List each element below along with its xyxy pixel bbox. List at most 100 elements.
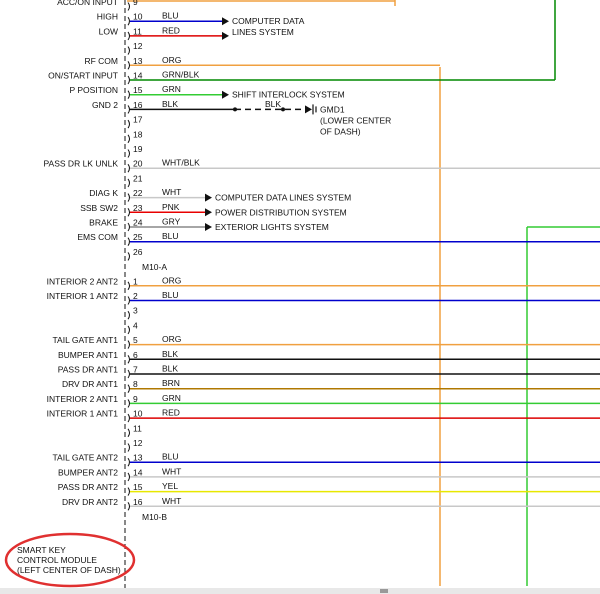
pin-signal-label: LOW: [99, 26, 118, 36]
pin-cavity: [127, 472, 130, 482]
pin-number: 9: [133, 0, 138, 7]
pin-number: 14: [133, 467, 143, 477]
pin-signal-label: PASS DR LK UNLK: [44, 159, 119, 169]
pin-number: 13: [133, 453, 143, 463]
pin-cavity: [127, 105, 130, 114]
pin-cavity: [127, 46, 130, 55]
pin-cavity: [127, 16, 130, 26]
pin-signal-label: SSB SW2: [80, 203, 118, 213]
pin-signal-label: INTERIOR 2 ANT2: [47, 276, 119, 286]
destination-label: COMPUTER DATA: [232, 16, 305, 26]
pin-number: 11: [133, 26, 142, 36]
pin-number: 2: [133, 291, 138, 301]
pin-cavity: [127, 487, 130, 496]
pin-number: 10: [133, 12, 143, 22]
destination-label: COMPUTER DATA LINES SYSTEM: [215, 193, 351, 203]
pin-signal-label: GND 2: [92, 100, 118, 110]
pin-cavity: [127, 325, 130, 335]
pin-cavity: [127, 237, 130, 246]
pin-number: 26: [133, 247, 143, 257]
pin-cavity: [127, 149, 130, 158]
arrow-icon: [205, 223, 212, 231]
pin-signal-label: PASS DR ANT1: [58, 365, 119, 375]
ground-wire-label: BLK: [265, 99, 281, 109]
pin-number: 12: [133, 41, 143, 51]
wire-color-label: BLK: [162, 364, 178, 374]
wire-color-label: WHT: [162, 496, 181, 506]
scrollbar-thumb: [380, 589, 388, 593]
wire-color-label: ORG: [162, 275, 181, 285]
pin-number: 15: [133, 85, 143, 95]
wire-color-label: WHT: [162, 187, 181, 197]
pin-cavity: [127, 399, 130, 408]
wire-color-label: BLU: [162, 290, 179, 300]
pin-number: 18: [133, 129, 143, 139]
pin-number: 12: [133, 438, 143, 448]
pin-signal-label: DIAG K: [89, 188, 118, 198]
arrow-icon: [222, 90, 229, 99]
pin-cavity: [127, 340, 130, 349]
pin-signal-label: EMS COM: [77, 232, 118, 242]
pin-cavity: [127, 75, 130, 85]
pin-number: 23: [133, 203, 143, 213]
pin-cavity: [127, 119, 130, 129]
pin-number: 10: [133, 409, 143, 419]
ground-location-label: (LOWER CENTER: [320, 115, 391, 125]
wire-color-label: PNK: [162, 202, 180, 212]
wire-color-label: BLU: [162, 231, 179, 241]
wire-color-label: RED: [162, 408, 180, 418]
pin-number: 22: [133, 188, 143, 198]
ground-point-label: GMD1: [320, 104, 345, 114]
pin-signal-label: DRV DR ANT1: [62, 379, 118, 389]
pin-cavity: [127, 281, 130, 291]
wire-color-label: BLK: [162, 349, 178, 359]
arrow-icon: [205, 208, 212, 217]
pin-number: 13: [133, 56, 143, 66]
wire-color-label: ORG: [162, 55, 181, 65]
pin-signal-label: PASS DR ANT2: [58, 482, 119, 492]
pin-cavity: [127, 310, 130, 320]
module-name-label: CONTROL MODULE: [17, 555, 97, 565]
splice-dot: [281, 107, 285, 112]
wire-color-label: BLU: [162, 11, 179, 21]
pin-cavity: [127, 193, 130, 202]
wire-color-label: GRY: [162, 217, 181, 227]
pin-cavity: [127, 413, 130, 423]
pin-number: 20: [133, 159, 143, 169]
pin-signal-label: BUMPER ANT2: [58, 467, 118, 477]
pin-number: 4: [133, 320, 138, 330]
connector-b-label: M10-B: [142, 512, 167, 522]
destination-label: POWER DISTRIBUTION SYSTEM: [215, 207, 347, 217]
pin-cavity: [127, 31, 130, 41]
pin-cavity: [127, 355, 130, 364]
pin-signal-label: DRV DR ANT2: [62, 497, 118, 507]
arrow-icon: [222, 31, 229, 40]
pin-number: 11: [133, 423, 142, 433]
wire-color-label: YEL: [162, 481, 178, 491]
arrow-icon: [222, 17, 229, 26]
pin-signal-label: ACC/ON INPUT: [57, 0, 118, 7]
destination-label: EXTERIOR LIGHTS SYSTEM: [215, 222, 329, 232]
wire-color-label: RED: [162, 25, 180, 35]
wire-color-label: BRN: [162, 378, 180, 388]
pin-cavity: [127, 252, 130, 261]
pin-number: 16: [133, 497, 143, 507]
destination-label: LINES SYSTEM: [232, 27, 294, 37]
module-highlight-ellipse: [4, 532, 136, 588]
pin-number: 24: [133, 218, 143, 228]
pin-signal-label: INTERIOR 1 ANT1: [47, 409, 119, 419]
pin-number: 19: [133, 144, 143, 154]
pin-number: 25: [133, 232, 143, 242]
module-name-label: SMART KEY: [17, 545, 66, 555]
module-name-label: (LEFT CENTER OF DASH): [17, 565, 121, 575]
pin-cavity: [127, 457, 130, 467]
pin-number: 8: [133, 379, 138, 389]
pin-signal-label: ON/START INPUT: [48, 71, 118, 81]
connector-a-label: M10-A: [142, 262, 167, 272]
pin-cavity: [127, 384, 130, 393]
wire-color-label: BLU: [162, 452, 179, 462]
pin-cavity: [127, 222, 130, 232]
